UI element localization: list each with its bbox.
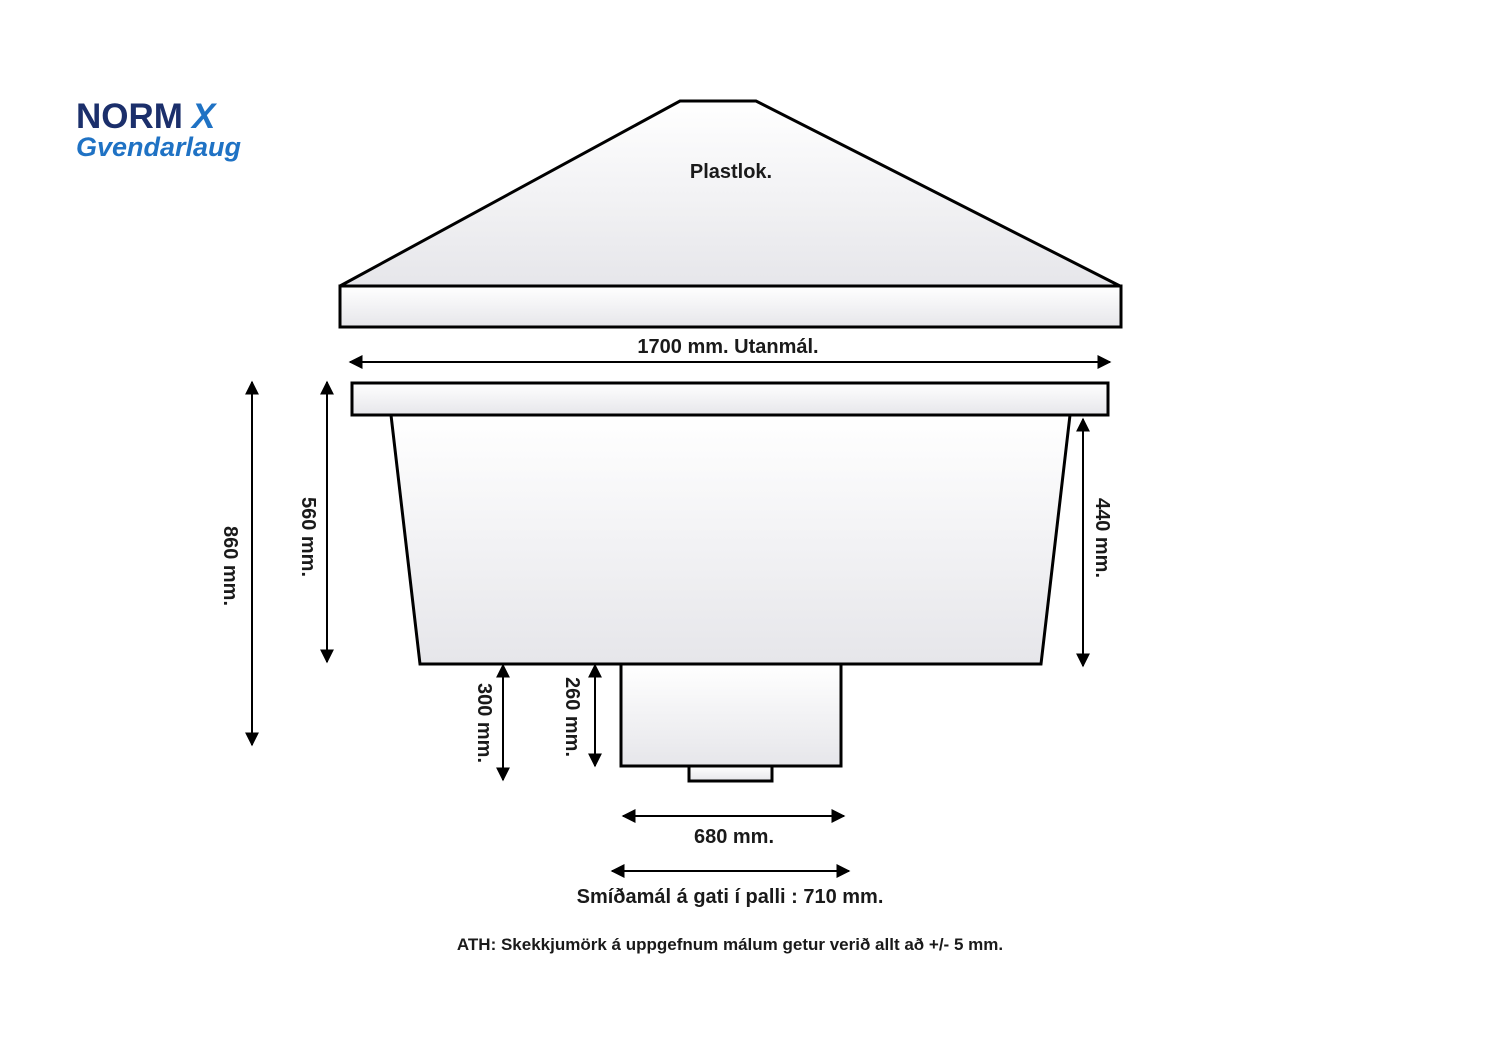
- lid-roof: [339, 99, 1121, 288]
- body-height-label: 560 mm.: [297, 497, 319, 577]
- logo-brand-x: X: [190, 97, 218, 136]
- outer-width-label: 1700 mm. Utanmál.: [637, 336, 818, 358]
- tub-body: [389, 413, 1072, 666]
- sump-box: [619, 662, 843, 768]
- total-height-label: 860 mm.: [219, 526, 241, 606]
- sump-width-label: 680 mm.: [694, 826, 774, 848]
- side-height-label: 440 mm.: [1091, 498, 1113, 578]
- cutout-label: Smíðamál á gati í palli : 710 mm.: [577, 886, 884, 908]
- logo-brand-main: NORM: [76, 97, 183, 136]
- tub-rim: [350, 381, 1110, 417]
- logo-subtitle: Gvendarlaug: [76, 132, 242, 162]
- lid-rim: [338, 284, 1123, 329]
- normx-logo: NORM X Gvendarlaug: [76, 97, 242, 162]
- sump-height-300-label: 300 mm.: [473, 683, 495, 763]
- sump-height-260-label: 260 mm.: [561, 677, 583, 757]
- tolerance-note: ATH: Skekkjumörk á uppgefnum málum getur…: [457, 935, 1003, 954]
- drain-outlet: [687, 764, 774, 783]
- lid-label: Plastlok.: [690, 161, 772, 183]
